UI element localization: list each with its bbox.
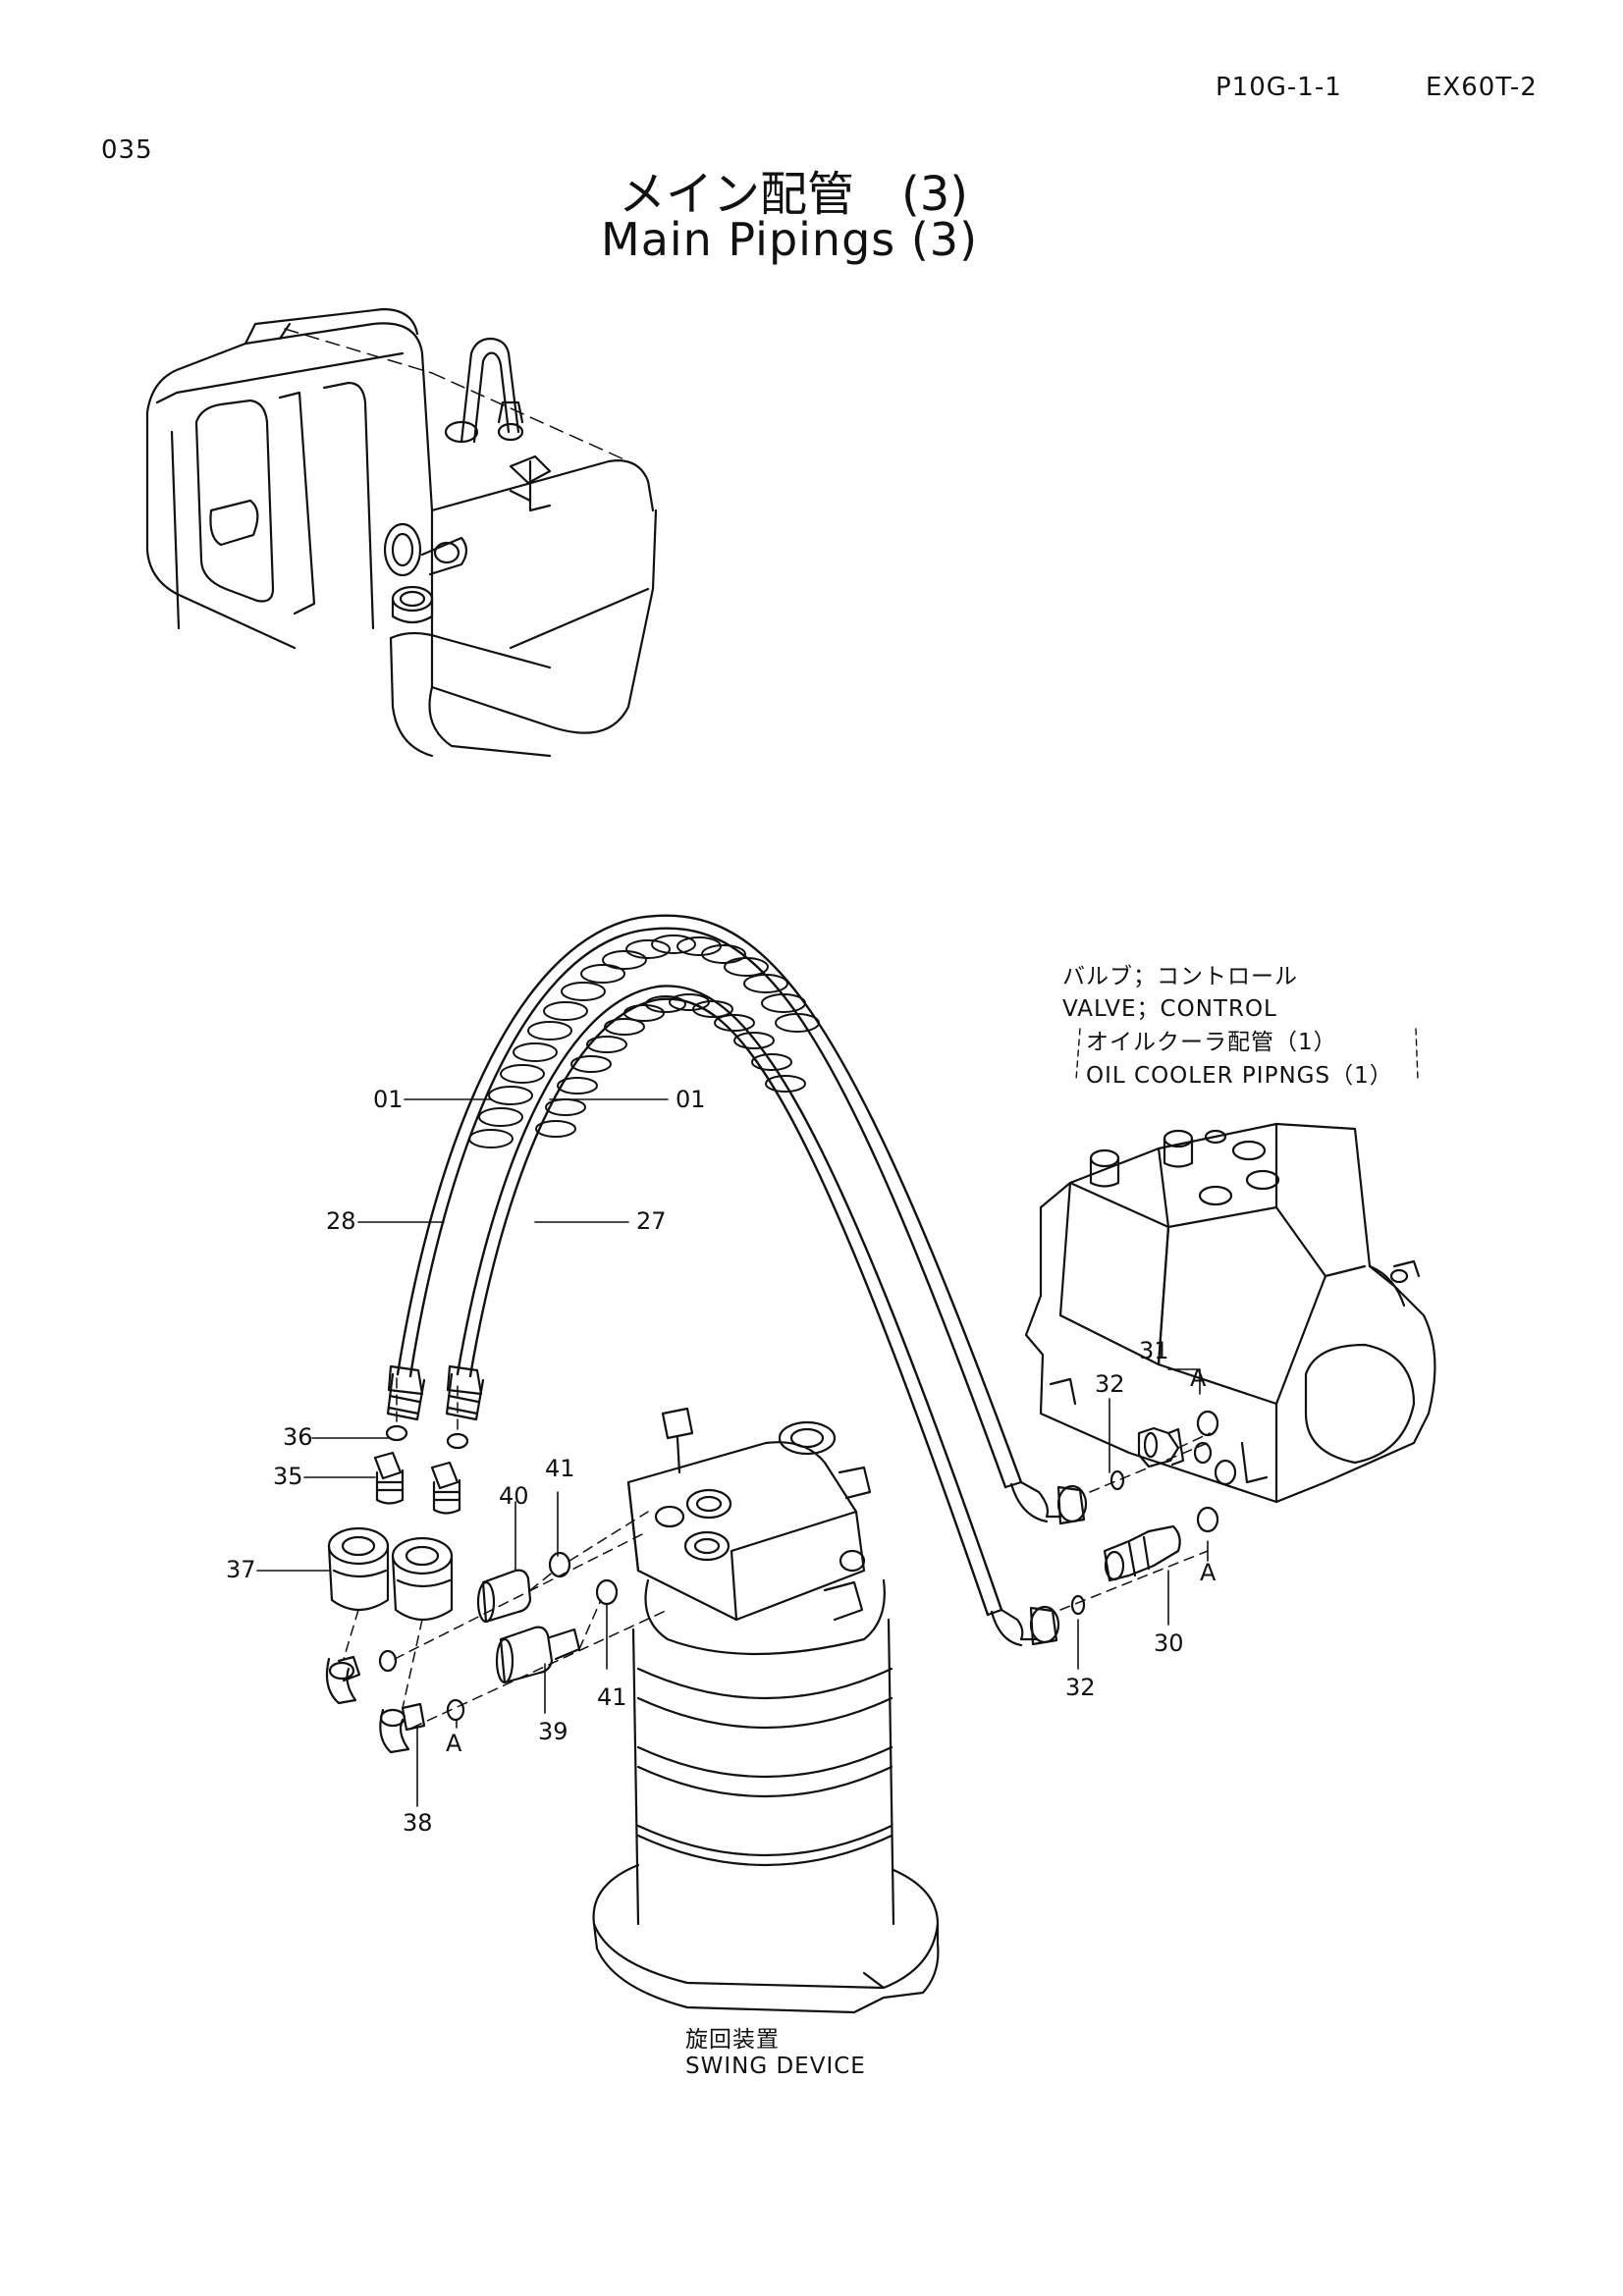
callout-38: 38 — [403, 1809, 433, 1837]
model-code: EX60T-2 — [1426, 73, 1538, 102]
leader-lines — [257, 1099, 1208, 1806]
callout-01-right: 01 — [676, 1086, 706, 1113]
note-valve-jp: バルブ；コントロール — [1062, 964, 1298, 989]
page-code: P10G-1-1 — [1216, 73, 1342, 102]
callout-a-left: A — [446, 1730, 462, 1757]
callout-32-top: 32 — [1095, 1370, 1125, 1398]
callout-27: 27 — [636, 1207, 667, 1235]
page-title-en: Main Pipings (3) — [601, 213, 979, 266]
sheet-number: 035 — [101, 135, 153, 165]
note-cooler-en: OIL COOLER PIPNGS（1） — [1086, 1063, 1393, 1089]
note-swing-jp: 旋回装置 — [685, 2027, 780, 2053]
note-bracket-left — [1076, 1029, 1080, 1080]
callout-31: 31 — [1139, 1337, 1169, 1364]
left-fittings-illustration — [327, 1374, 668, 1752]
note-bracket-right — [1416, 1029, 1418, 1080]
callout-32-bottom: 32 — [1065, 1674, 1096, 1701]
callout-36: 36 — [283, 1423, 313, 1451]
note-cooler-jp: オイルクーラ配管（1） — [1086, 1030, 1337, 1055]
callout-28: 28 — [326, 1207, 356, 1235]
callout-39: 39 — [538, 1718, 568, 1745]
excavator-overview-illustration — [147, 309, 656, 756]
page-title-jp: メイン配管 (3) — [619, 167, 968, 222]
callout-37: 37 — [226, 1556, 256, 1583]
center-connectors-illustration — [478, 1512, 648, 1682]
swing-device-illustration — [594, 1409, 939, 2012]
control-valve-illustration — [1026, 1124, 1434, 1614]
note-valve-en: VALVE；CONTROL — [1062, 996, 1277, 1022]
hose-assembly-illustration — [388, 916, 1086, 1645]
callout-41-bottom: 41 — [597, 1683, 627, 1711]
callout-35: 35 — [273, 1463, 303, 1490]
callout-41-top: 41 — [545, 1455, 575, 1482]
note-swing-en: SWING DEVICE — [685, 2054, 866, 2079]
callout-a-top: A — [1190, 1364, 1207, 1392]
callout-a-right: A — [1200, 1559, 1217, 1586]
callout-30: 30 — [1154, 1629, 1184, 1657]
callout-40: 40 — [499, 1482, 529, 1510]
callout-01-left: 01 — [373, 1086, 404, 1113]
